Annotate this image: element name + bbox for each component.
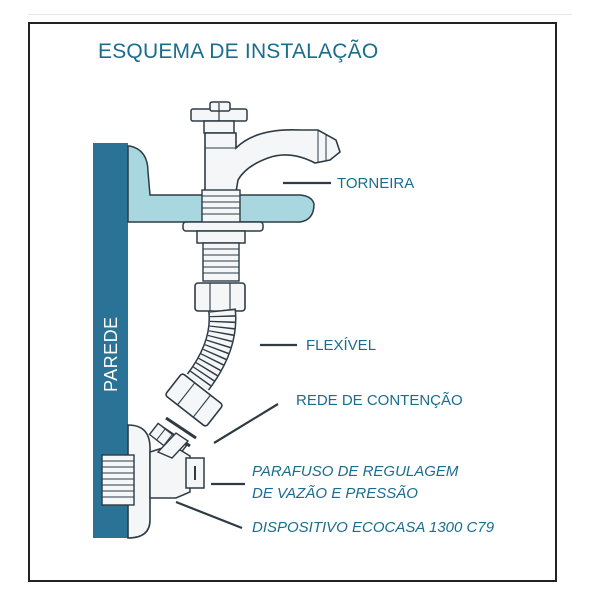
regulating-screw (185, 457, 205, 489)
top-divider-line (28, 14, 572, 15)
diagram-title: ESQUEMA DE INSTALAÇÃO (98, 40, 379, 63)
wall-label: PAREDE (101, 316, 121, 392)
washer (182, 221, 264, 232)
label-dispositivo: DISPOSITIVO ECOCASA 1300 C79 (252, 519, 495, 536)
label-torneira: TORNEIRA (337, 175, 415, 192)
faucet-thread-lower (202, 242, 240, 282)
leader-rede (213, 403, 279, 444)
hose-lower-nut (165, 373, 223, 427)
label-rede-de-contencao: REDE DE CONTENÇÃO (296, 392, 463, 409)
faucet-thread-upper (201, 189, 241, 224)
sink-basin (127, 145, 315, 223)
ecocasa-device (101, 424, 191, 539)
label-parafuso-line2: DE VAZÃO E PRESSÃO (252, 485, 418, 502)
hose-upper-nut (194, 282, 246, 312)
lock-nut (196, 230, 246, 244)
faucet-handle (190, 101, 248, 134)
label-flexivel: FLEXÍVEL (306, 337, 377, 354)
label-parafuso-line1: PARAFUSO DE REGULAGEM (252, 463, 459, 480)
faucet-body (204, 129, 341, 193)
leader-dispositivo (175, 500, 243, 530)
flexible-hose (186, 308, 237, 391)
